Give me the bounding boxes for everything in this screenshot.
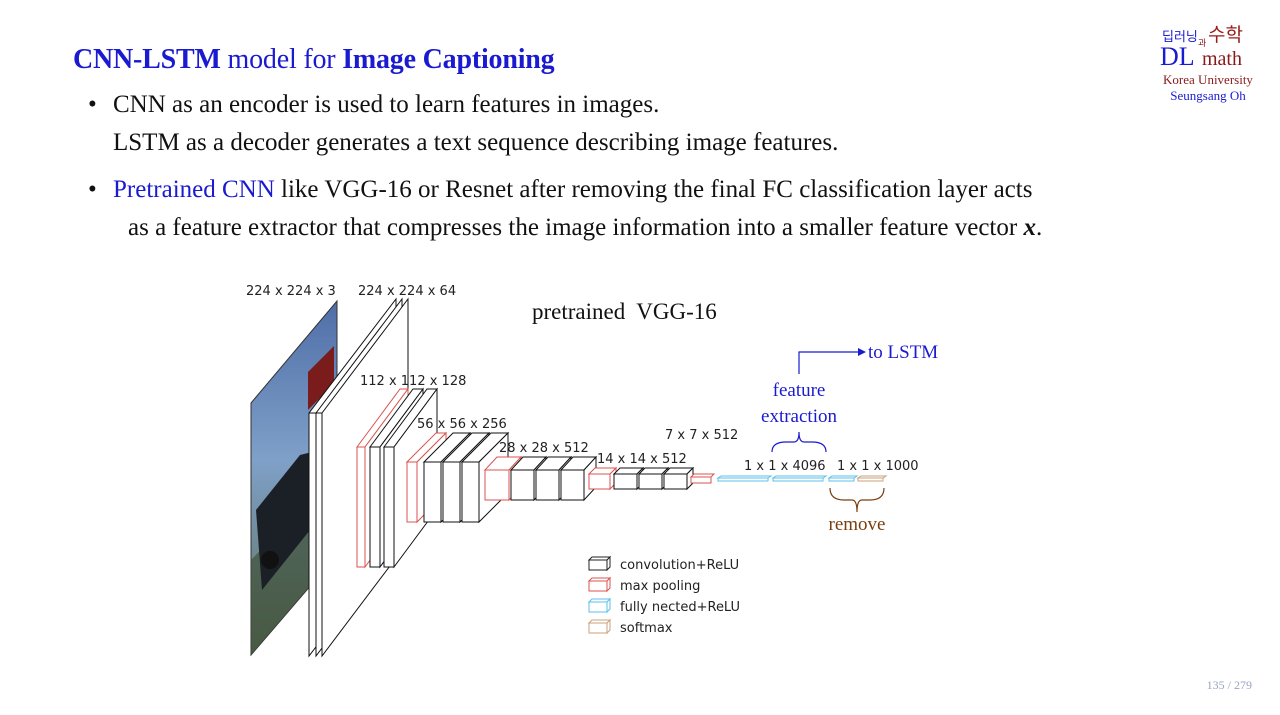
feature-label-line-1: feature: [773, 380, 826, 401]
dlmath-logo: 딥러닝 과 수학 DL math Korea University Seungs…: [1158, 18, 1258, 104]
remove-label: remove: [829, 514, 886, 535]
bullet-2-line-1: Pretrained CNN like VGG-16 or Resnet aft…: [113, 171, 1042, 209]
title-middle: model for: [220, 44, 343, 75]
dim-label-conv1: 224 x 224 x 64: [358, 284, 456, 299]
bullet-symbol: •: [88, 176, 97, 203]
legend: convolution+ReLU max pooling fully necte…: [587, 555, 740, 636]
bullet-1-line-1: CNN as an encoder is used to learn featu…: [113, 91, 660, 118]
logo-math: math: [1202, 48, 1242, 70]
diagram-title: pretrained VGG-16: [532, 299, 717, 324]
bullet-1-line-2: LSTM as a decoder generates a text seque…: [113, 129, 839, 156]
conv-block-5: [612, 466, 695, 491]
dim-label-pool5: 7 x 7 x 512: [665, 428, 738, 443]
bullet-symbol: •: [88, 91, 97, 118]
feature-extraction-annotation: feature extraction to LSTM: [761, 342, 938, 453]
pool-5: [689, 473, 716, 484]
fc-layers: [716, 475, 859, 482]
title-bold-cnn-lstm: CNN-LSTM: [73, 44, 221, 75]
to-lstm-label: to LSTM: [868, 342, 938, 363]
pretrained-cnn-highlight: Pretrained CNN: [113, 176, 275, 203]
logo-university: Korea University: [1163, 72, 1253, 87]
dim-label-input: 224 x 224 x 3: [246, 284, 336, 299]
conv-block-4: [509, 455, 598, 502]
bullet-2-end: .: [1035, 214, 1043, 241]
legend-label-pool: max pooling: [620, 579, 700, 594]
bullet-1: • CNN as an encoder is used to learn fea…: [88, 86, 838, 162]
page-number: 135 / 279: [1207, 678, 1252, 693]
feature-vector-symbol: x: [1023, 214, 1036, 241]
slide-title: CNN-LSTM model for Image Captioning: [73, 44, 555, 76]
dim-label-conv5: 14 x 14 x 512: [597, 452, 687, 467]
page-current: 135: [1206, 678, 1225, 692]
legend-label-softmax: softmax: [620, 621, 673, 636]
page-separator: /: [1224, 678, 1234, 692]
bullet-2-line-1-rest: like VGG-16 or Resnet after removing the…: [274, 176, 1033, 203]
dim-label-fc: 1 x 1 x 4096: [744, 459, 826, 474]
dim-label-conv3: 56 x 56 x 256: [417, 417, 507, 432]
bullet-2-line-2-text: as a feature extractor that compresses t…: [128, 214, 1024, 241]
remove-brace: [829, 487, 885, 513]
legend-item-fc: fully nected+ReLU: [587, 597, 740, 615]
softmax-layer: [856, 475, 888, 482]
to-lstm-arrowhead: [858, 348, 866, 356]
logo-korean-deep-learning: 딥러닝: [1162, 30, 1198, 45]
logo-author: Seungsang Oh: [1170, 88, 1246, 103]
logo-korean-math: 수학: [1208, 24, 1243, 46]
bullet-2: • Pretrained CNN like VGG-16 or Resnet a…: [88, 171, 1042, 247]
pool-4: [587, 466, 618, 491]
dim-label-conv4: 28 x 28 x 512: [499, 441, 589, 456]
legend-item-conv: convolution+ReLU: [587, 555, 739, 573]
dim-label-softmax: 1 x 1 x 1000: [837, 459, 919, 474]
feature-label-line-2: extraction: [761, 406, 837, 427]
title-bold-captioning: Image Captioning: [342, 44, 555, 75]
legend-item-softmax: softmax: [587, 618, 673, 636]
page-total: 279: [1234, 678, 1252, 692]
logo-dl: DL: [1160, 42, 1195, 71]
feature-brace: [771, 431, 827, 453]
to-lstm-arrow: [798, 351, 858, 374]
legend-label-conv: convolution+ReLU: [620, 558, 739, 573]
legend-item-pool: max pooling: [587, 576, 700, 594]
remove-annotation: remove: [829, 487, 886, 535]
legend-label-fc: fully nected+ReLU: [620, 600, 740, 615]
logo-korean-and: 과: [1198, 39, 1207, 49]
bullet-2-line-2: as a feature extractor that compresses t…: [128, 209, 1042, 247]
dim-label-conv2: 112 x 112 x 128: [360, 374, 466, 389]
